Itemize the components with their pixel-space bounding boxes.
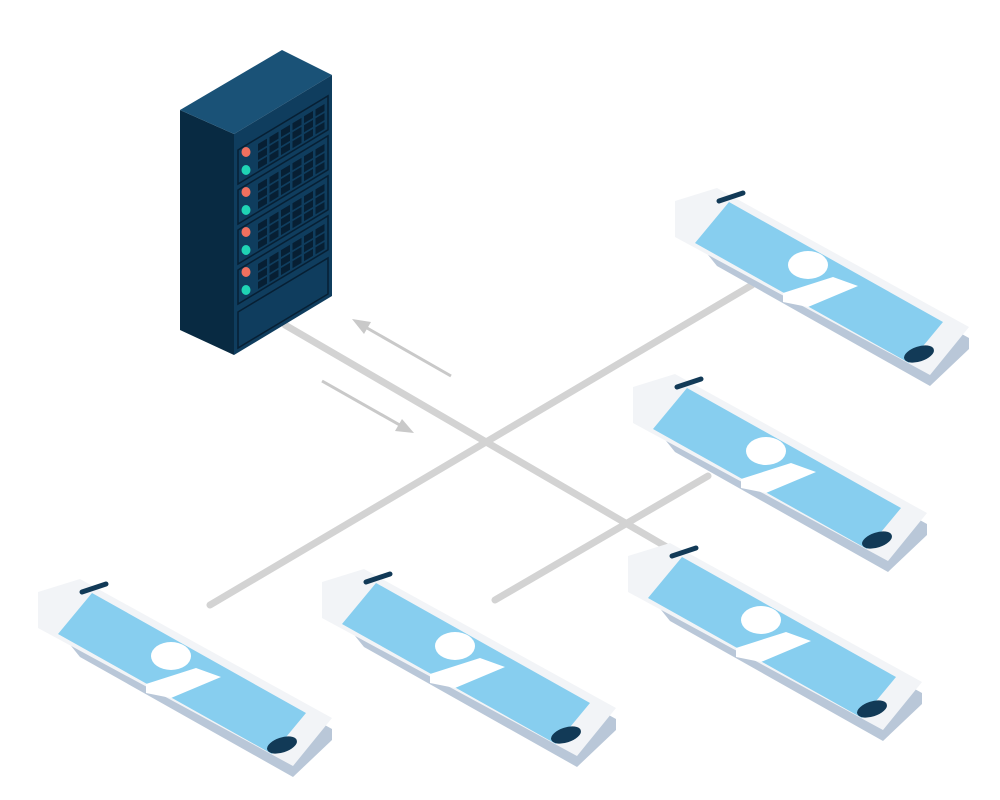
arrow-toward-server-icon: [352, 319, 451, 376]
flow-arrows: [322, 319, 451, 433]
status-led-red: [242, 227, 251, 237]
link-server-to-phone-bottom-right: [285, 325, 677, 553]
phone-bottom-middle: [322, 569, 616, 767]
status-led-red: [242, 187, 251, 197]
phone-bottom-right: [628, 543, 922, 741]
status-led-teal: [242, 165, 251, 175]
status-led-teal: [242, 285, 251, 295]
phone-middle-right: [633, 374, 927, 572]
status-led-teal: [242, 205, 251, 215]
status-led-red: [242, 267, 251, 277]
status-led-red: [242, 147, 251, 157]
status-led-teal: [242, 245, 251, 255]
phone-bottom-left: [38, 579, 332, 777]
phone-top-right: [675, 188, 969, 386]
server-rack-icon: [180, 50, 332, 355]
